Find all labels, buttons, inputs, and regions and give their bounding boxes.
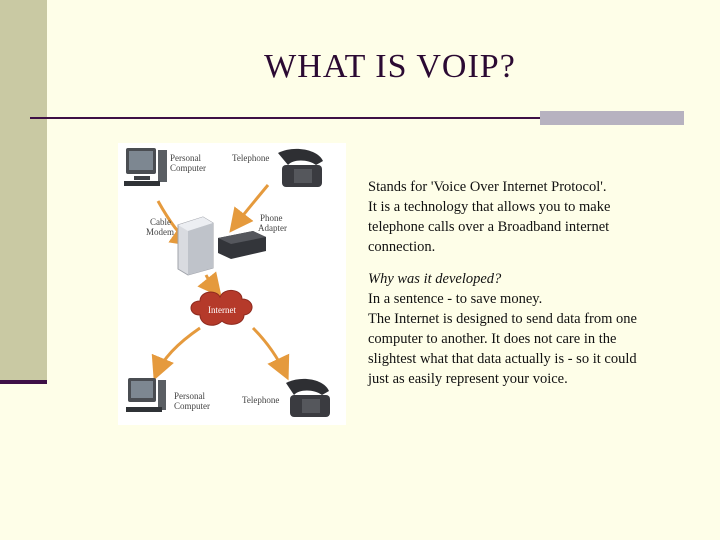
body-line: connection. [368, 239, 436, 255]
body-line: The Internet is designed to send data fr… [368, 311, 637, 327]
arrow-phone-to-adapter [229, 184, 270, 233]
arrow-internet-to-phone [251, 326, 290, 381]
label-phone-bottom: Telephone [242, 395, 279, 405]
arrow-modem-to-internet [197, 271, 222, 298]
body-line: Stands for 'Voice Over Internet Protocol… [368, 179, 607, 195]
label-pc-top-1: Personal [170, 153, 201, 163]
title-divider [30, 117, 540, 119]
voip-diagram-svg: Personal Computer Telephone Cable Modem … [124, 148, 330, 417]
voip-diagram: Personal Computer Telephone Cable Modem … [118, 143, 346, 425]
label-pc-bottom-1: Personal [174, 391, 205, 401]
cable-modem-icon [177, 216, 214, 276]
body-line: In a sentence - to save money. [368, 291, 543, 307]
label-adapter-2: Adapter [258, 223, 287, 233]
telephone-top-icon [278, 148, 323, 187]
body-line: computer to another. It does not care in… [368, 331, 617, 347]
internet-cloud-icon: Internet [190, 290, 253, 326]
body-line: just as easily represent your voice. [368, 371, 568, 387]
title-divider-accent [540, 111, 684, 125]
telephone-bottom-icon [286, 378, 330, 417]
computer-top-icon [124, 148, 167, 186]
left-accent-bar-base [0, 380, 47, 384]
slide-body: Stands for 'Voice Over Internet Protocol… [368, 177, 678, 389]
label-phone-top: Telephone [232, 153, 269, 163]
body-line: slightest what that data actually is - s… [368, 351, 637, 367]
label-adapter-1: Phone [260, 213, 283, 223]
question-heading: Why was it developed? [368, 271, 502, 287]
label-pc-bottom-2: Computer [174, 401, 210, 411]
label-modem-2: Modem [146, 227, 174, 237]
computer-bottom-icon [126, 378, 166, 412]
arrow-internet-to-pc [151, 326, 201, 381]
left-accent-bar [0, 0, 47, 384]
label-pc-top-2: Computer [170, 163, 206, 173]
phone-adapter-icon [218, 231, 266, 259]
label-internet: Internet [208, 305, 236, 315]
slide-title: WHAT IS VOIP? [264, 48, 516, 85]
body-line: telephone calls over a Broadband interne… [368, 219, 610, 235]
paragraph-gap [368, 257, 678, 269]
body-line: It is a technology that allows you to ma… [368, 199, 611, 215]
label-modem-1: Cable [150, 217, 171, 227]
